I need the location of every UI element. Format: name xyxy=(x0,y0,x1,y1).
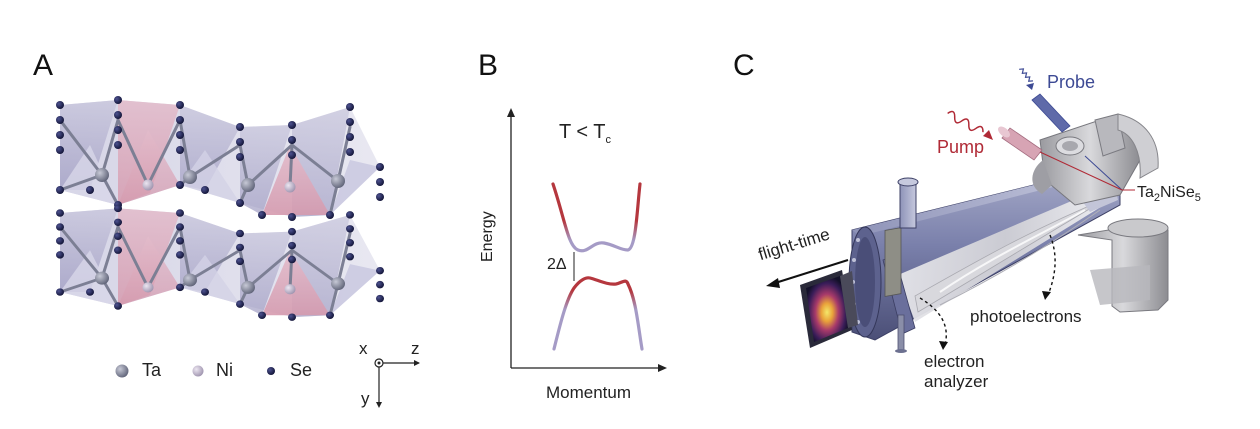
conduction-band xyxy=(551,182,642,253)
sample-label-sub-2: 5 xyxy=(1194,192,1201,205)
analyzer-label-line2: analyzer xyxy=(924,372,989,391)
axis-x-label: x xyxy=(359,339,368,358)
momentum-axis-label: Momentum xyxy=(546,383,632,402)
photoelectron-arrows xyxy=(919,234,1056,346)
detector xyxy=(800,270,858,348)
analyzer-label-line1: electron xyxy=(924,352,985,371)
lower-layer xyxy=(54,203,386,323)
pump-beam xyxy=(947,110,1123,191)
photoelectrons-label: photoelectrons xyxy=(970,307,1082,326)
sample-label-nise: NiSe xyxy=(1160,184,1195,201)
flight-time-arrow xyxy=(766,259,849,288)
probe-label: Probe xyxy=(1047,72,1096,92)
pump-label: Pump xyxy=(937,137,985,157)
coordinate-axes xyxy=(374,358,420,408)
se-legend-label: Se xyxy=(290,360,313,380)
band-diagram xyxy=(507,108,667,372)
temperature-condition-subscript: c xyxy=(605,134,612,146)
temperature-condition: T < Tc xyxy=(559,121,611,146)
atom-legend xyxy=(115,364,275,378)
upper-layer xyxy=(54,94,386,223)
temperature-condition-main: T < T xyxy=(559,121,606,143)
panel-b-letter: B xyxy=(478,49,499,82)
axis-y-label: y xyxy=(361,389,370,408)
probe-beam xyxy=(1019,68,1123,191)
sample-label-sub-1: 2 xyxy=(1153,192,1161,205)
ni-legend-marker xyxy=(192,365,204,377)
sample-manipulator xyxy=(1077,218,1169,313)
se-legend-marker xyxy=(267,367,275,375)
experimental-setup xyxy=(766,68,1169,353)
gap-label: 2Δ xyxy=(547,256,567,273)
valence-band xyxy=(552,276,644,351)
sample-label: Ta2NiSe5 xyxy=(1137,184,1201,204)
panel-a-letter: A xyxy=(33,49,54,82)
sample-label-ta: Ta xyxy=(1137,184,1154,201)
ta-legend-label: Ta xyxy=(142,360,162,380)
energy-axis-label: Energy xyxy=(479,211,496,262)
axis-z-label: z xyxy=(411,339,420,358)
analyzer-label: electron analyzer xyxy=(924,352,988,392)
panel-c-letter: C xyxy=(733,49,755,82)
crystal-structure xyxy=(54,94,420,408)
ta-legend-marker xyxy=(115,364,129,378)
ni-legend-label: Ni xyxy=(216,360,233,380)
